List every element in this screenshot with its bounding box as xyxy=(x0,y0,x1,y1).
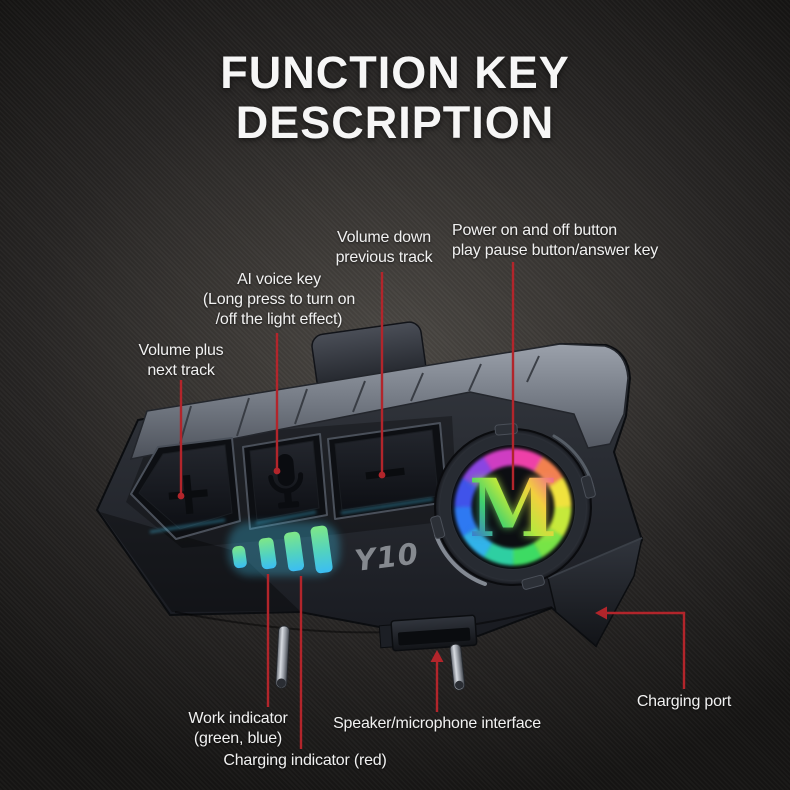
led-bar-3 xyxy=(284,531,305,572)
microphone-icon xyxy=(268,454,304,509)
callout-ai-voice-line-2: (Long press to turn on xyxy=(202,290,356,308)
led-bar-4 xyxy=(310,525,333,574)
callout-volume-plus: Volume plus next track xyxy=(139,341,224,381)
callout-charging-port-line-1: Charging port xyxy=(636,693,732,710)
callout-volume-down: Volume down previous track xyxy=(336,228,433,268)
body-bottom-edge xyxy=(174,606,553,634)
callout-power: Power on and off button play pause butto… xyxy=(452,221,658,261)
top-band xyxy=(129,343,629,460)
callout-line-volume-plus xyxy=(177,380,185,500)
callout-work-indicator-line-1: Work indicator xyxy=(188,710,288,727)
callout-power-line-1: Power on and off button xyxy=(452,222,618,239)
callout-volume-down-line-1: Volume down xyxy=(337,229,431,246)
callout-ai-voice-line-3: /off the light effect) xyxy=(215,310,343,328)
callout-charging-indicator-line-1: Charging indicator (red) xyxy=(223,752,387,769)
model-logo: Y10 xyxy=(353,536,421,578)
callout-line-charging-port xyxy=(595,606,686,689)
callout-work-indicator-line-2: (green, blue) xyxy=(193,729,283,747)
volume-plus-button: + xyxy=(130,437,241,540)
plus-icon: + xyxy=(159,454,217,531)
minus-icon: − xyxy=(355,432,415,511)
title-line-2: DESCRIPTION xyxy=(235,97,555,149)
callout-line-speaker-interface xyxy=(430,650,444,712)
callout-volume-plus-line-1: Volume plus xyxy=(138,342,224,359)
rgb-light-ring xyxy=(454,448,572,566)
charging-port-wedge xyxy=(547,536,644,648)
callout-volume-down-line-2: previous track xyxy=(335,248,433,266)
callout-power-line-2: play pause button/answer key xyxy=(452,241,659,259)
callout-line-volume-down xyxy=(378,272,386,479)
led-indicator-bars xyxy=(228,522,340,576)
body-facet-shade xyxy=(100,512,300,612)
callout-ai-voice-line-1: AI voice key xyxy=(237,271,321,288)
callout-work-indicator: Work indicator (green, blue) xyxy=(188,709,287,749)
callout-speaker-interface: Speaker/microphone interface xyxy=(333,714,541,734)
callout-charging-port: Charging port xyxy=(636,692,732,712)
callout-ai-voice: AI voice key (Long press to turn on /off… xyxy=(203,270,355,329)
housing-notches xyxy=(430,423,596,590)
led-bar-1 xyxy=(232,545,247,569)
callout-volume-plus-line-2: next track xyxy=(147,361,215,379)
speaker-interface-connector xyxy=(378,614,478,652)
contact-pin-right xyxy=(449,643,466,691)
led-bar-2 xyxy=(258,537,277,570)
page-title: FUNCTION KEY DESCRIPTION xyxy=(0,47,790,149)
ai-voice-button xyxy=(242,433,328,530)
volume-minus-button: − xyxy=(327,422,448,520)
callout-line-ai-voice xyxy=(273,333,281,475)
callout-charging-indicator: Charging indicator (red) xyxy=(223,751,386,771)
callout-speaker-interface-line-1: Speaker/microphone interface xyxy=(333,715,541,732)
contact-pin-left xyxy=(275,625,291,689)
title-line-1: FUNCTION KEY xyxy=(220,47,570,98)
